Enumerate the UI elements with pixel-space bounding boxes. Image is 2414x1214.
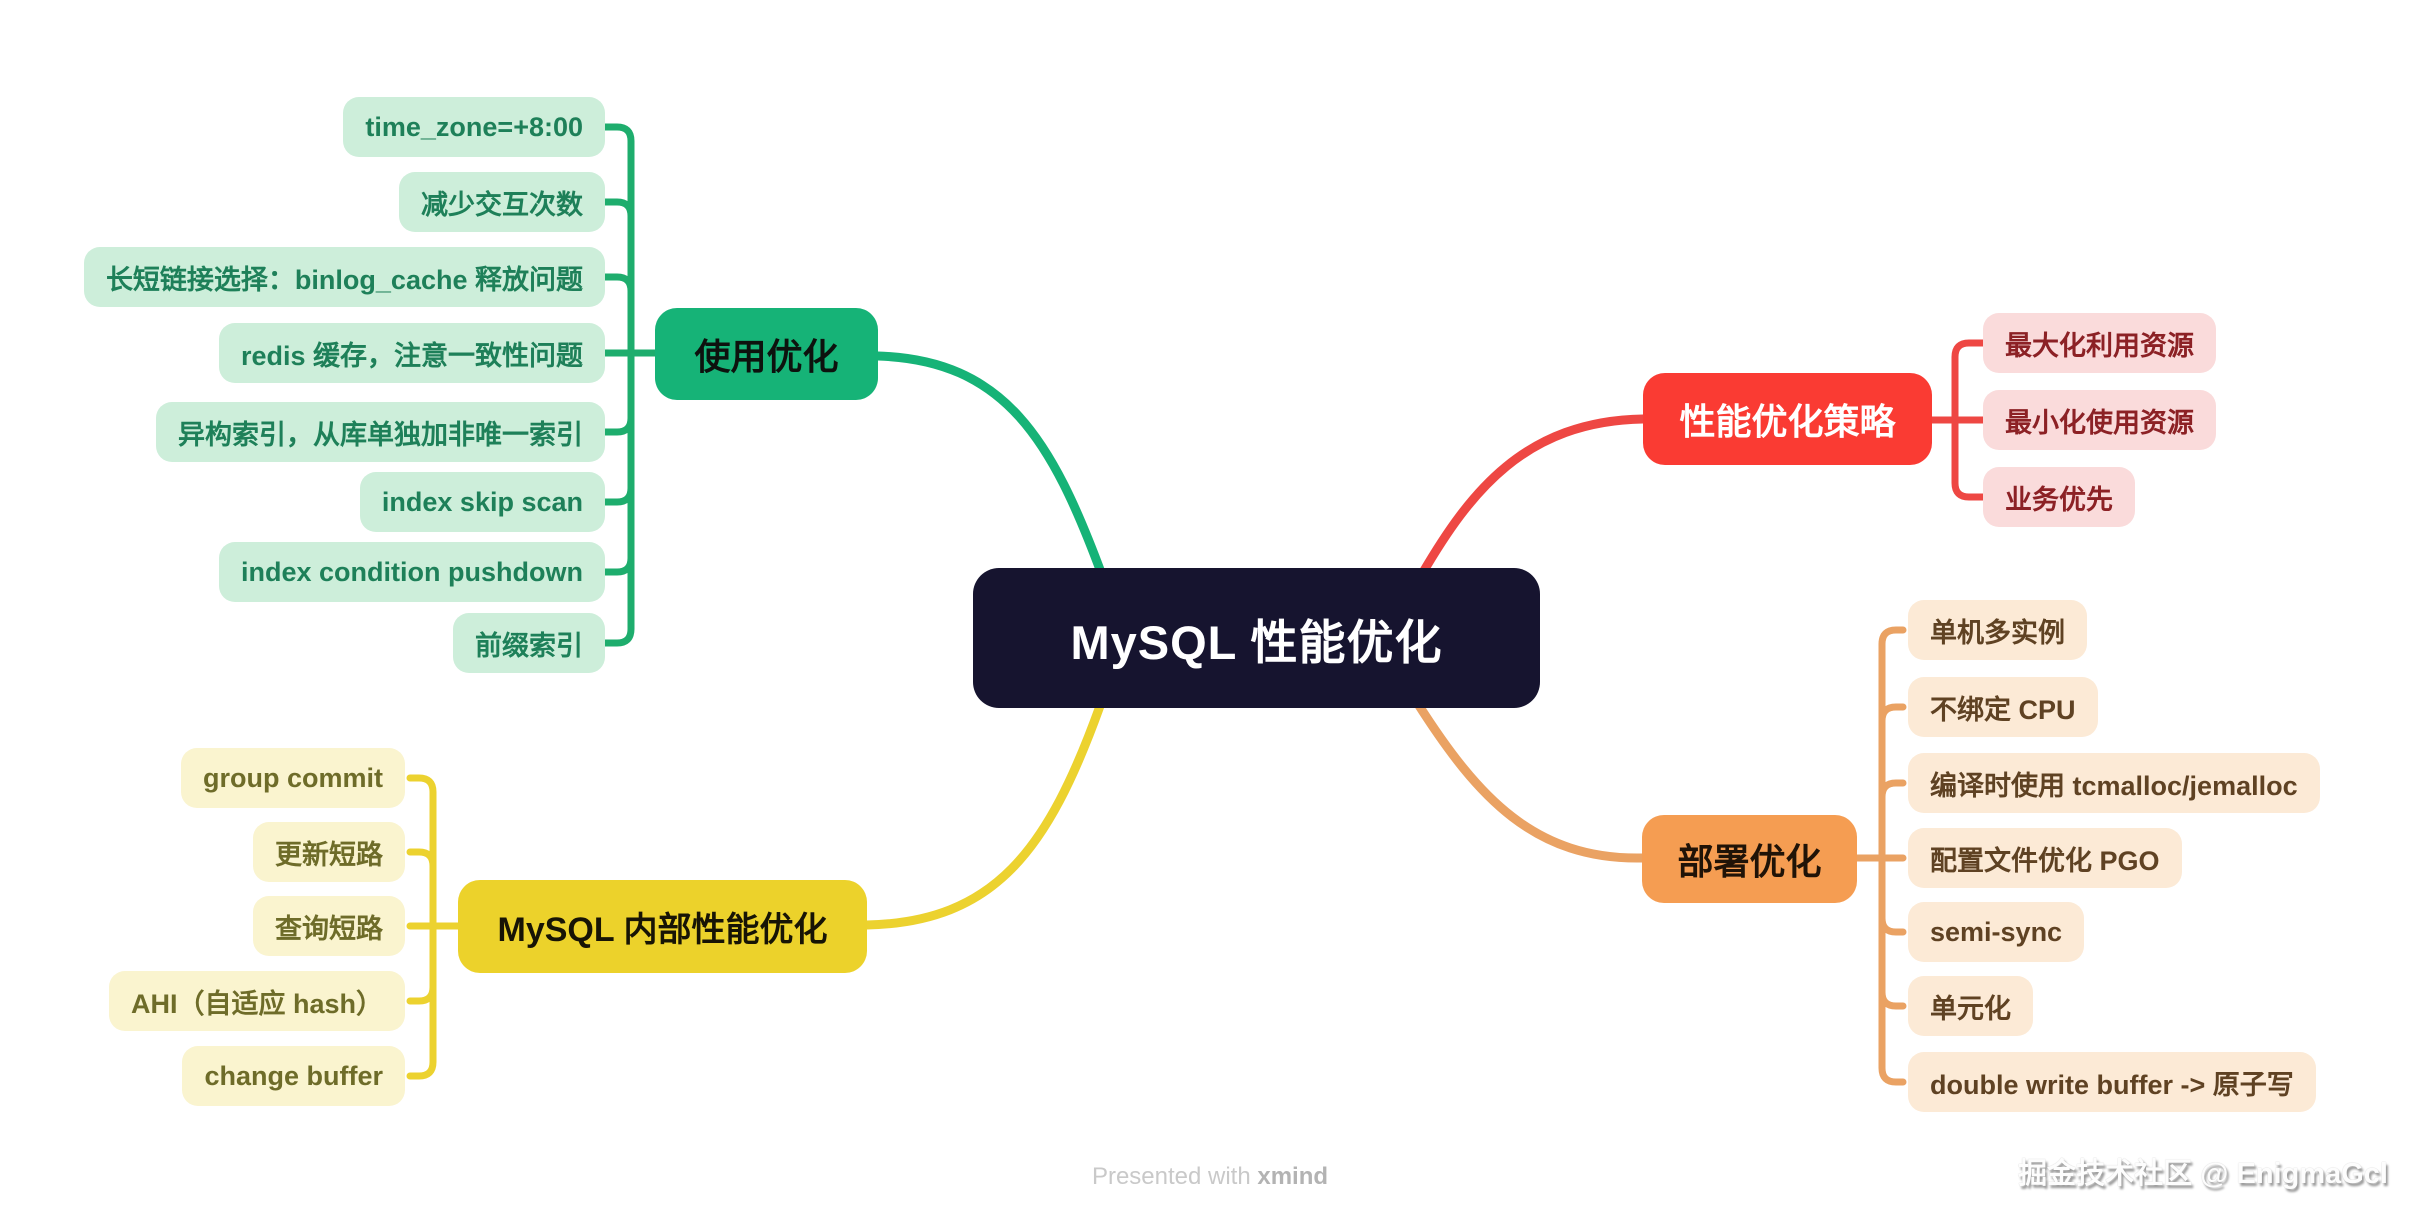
leaf-multi-instance[interactable]: 单机多实例 bbox=[1908, 600, 2087, 660]
leaf-double-write-buffer[interactable]: double write buffer -> 原子写 bbox=[1908, 1052, 2316, 1112]
leaf-change-buffer[interactable]: change buffer bbox=[182, 1046, 405, 1106]
leaf-time-zone[interactable]: time_zone=+8:00 bbox=[343, 97, 605, 157]
branch-strategy[interactable]: 性能优化策略 bbox=[1643, 373, 1932, 465]
branch-internal[interactable]: MySQL 内部性能优化 bbox=[458, 880, 867, 973]
leaf-hetero-index[interactable]: 异构索引，从库单独加非唯一索引 bbox=[156, 402, 605, 462]
leaf-business-first[interactable]: 业务优先 bbox=[1983, 467, 2135, 527]
leaf-index-skip-scan[interactable]: index skip scan bbox=[359, 472, 605, 532]
leaf-no-cpu-binding[interactable]: 不绑定 CPU bbox=[1908, 677, 2098, 737]
connector-central-usage bbox=[873, 351, 1107, 580]
presented-with-text: Presented with bbox=[1091, 1163, 1258, 1190]
leaf-unitization[interactable]: 单元化 bbox=[1908, 976, 2033, 1036]
leaf-pgo[interactable]: 配置文件优化 PGO bbox=[1908, 828, 2182, 888]
leaf-group-commit[interactable]: group commit bbox=[181, 748, 405, 808]
leaf-redis-cache[interactable]: redis 缓存，注意一致性问题 bbox=[218, 323, 605, 383]
connector-usage-leaves bbox=[596, 123, 662, 647]
xmind-brand: xmind bbox=[1257, 1163, 1329, 1190]
connector-deploy-leaves bbox=[1853, 626, 1907, 1086]
credit-watermark: 掘金技术社区 @ EnigmaGcl bbox=[2018, 1158, 2388, 1190]
leaf-connection-choice[interactable]: 长短链接选择：binlog_cache 释放问题 bbox=[83, 247, 605, 307]
connector-central-internal bbox=[862, 701, 1105, 930]
leaf-adaptive-hash-index[interactable]: AHI（自适应 hash） bbox=[108, 971, 405, 1031]
leaf-maximize-resources[interactable]: 最大化利用资源 bbox=[1983, 313, 2216, 373]
leaf-query-shortcut[interactable]: 查询短路 bbox=[253, 896, 405, 956]
connector-central-deploy bbox=[1413, 699, 1647, 863]
leaf-semi-sync[interactable]: semi-sync bbox=[1908, 902, 2085, 962]
leaf-reduce-roundtrips[interactable]: 减少交互次数 bbox=[399, 172, 605, 232]
connector-strategy-leaves bbox=[1928, 339, 1992, 501]
leaf-prefix-index[interactable]: 前缀索引 bbox=[453, 613, 605, 673]
connector-internal-leaves bbox=[406, 774, 462, 1080]
branch-usage[interactable]: 使用优化 bbox=[655, 308, 878, 400]
leaf-minimize-resources[interactable]: 最小化使用资源 bbox=[1983, 390, 2216, 450]
connector-central-strategy bbox=[1417, 414, 1648, 579]
leaf-tcmalloc-jemalloc[interactable]: 编译时使用 tcmalloc/jemalloc bbox=[1908, 753, 2320, 813]
leaf-index-condition-pushdown[interactable]: index condition pushdown bbox=[219, 542, 605, 602]
leaf-update-shortcut[interactable]: 更新短路 bbox=[253, 822, 405, 882]
central-topic[interactable]: MySQL 性能优化 bbox=[973, 568, 1540, 708]
presented-with-watermark: Presented with xmind bbox=[1050, 1163, 1370, 1191]
branch-deploy[interactable]: 部署优化 bbox=[1642, 815, 1857, 903]
